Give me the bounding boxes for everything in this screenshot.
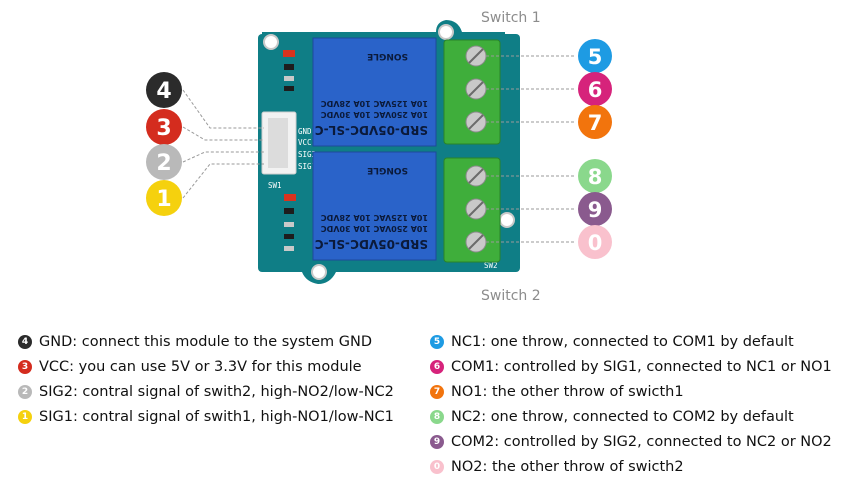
legend-dot-1: 1 xyxy=(18,410,32,424)
relay-2-rating-1: 10A 250VAC 10A 30VDC xyxy=(321,224,428,233)
legend-left: 4 GND: connect this module to the system… xyxy=(18,332,418,432)
silk-sig2: SIG2 xyxy=(298,150,316,159)
relay-2-brand: SONGLE xyxy=(367,165,408,175)
silk-vcc: VCC xyxy=(298,138,312,147)
pin-1-marker: 1 xyxy=(146,180,182,216)
silk-sw1: SW1 xyxy=(268,181,282,190)
legend-text-gnd: GND: connect this module to the system G… xyxy=(39,334,373,350)
svg-text:0: 0 xyxy=(588,231,603,255)
mounting-hole xyxy=(438,24,454,40)
svg-text:1: 1 xyxy=(156,187,171,212)
svg-text:9: 9 xyxy=(588,198,603,222)
relay-2-rating-2: 10A 125VAC 10A 28VDC xyxy=(321,213,428,222)
mounting-hole xyxy=(499,212,515,228)
pin-5-marker: 5 xyxy=(578,39,612,73)
switch-2-label: Switch 2 xyxy=(481,288,541,300)
silk-gnd: GND xyxy=(298,127,312,136)
legend-text-sig2: SIG2: contral signal of swith2, high-NO2… xyxy=(39,384,394,400)
legend-dot-8: 8 xyxy=(430,410,444,424)
pin-4-marker: 4 xyxy=(146,72,182,108)
right-leader-lines xyxy=(486,55,576,243)
relay-board-diagram: Switch 1 Switch 2 SW1 SW2 GND VCC SIG2 S… xyxy=(146,10,612,300)
pin-2-marker: 2 xyxy=(146,144,182,180)
pin-6-marker: 6 xyxy=(578,72,612,106)
terminal-block-2 xyxy=(443,157,501,263)
legend-right: 5 NC1: one throw, connected to COM1 by d… xyxy=(430,332,845,482)
switch-1-label: Switch 1 xyxy=(481,10,541,26)
legend-text-nc1: NC1: one throw, connected to COM1 by def… xyxy=(451,334,794,350)
legend-dot-3: 3 xyxy=(18,360,32,374)
legend-dot-2: 2 xyxy=(18,385,32,399)
terminal-block-1 xyxy=(443,39,501,145)
legend-text-sig1: SIG1: contral signal of swith1, high-NO1… xyxy=(39,409,394,425)
relay-2: SRD-05VDC-SL-C 10A 250VAC 10A 30VDC 10A … xyxy=(312,151,437,261)
relay-2-model: SRD-05VDC-SL-C xyxy=(315,237,428,251)
svg-text:6: 6 xyxy=(588,78,603,102)
silk-sw2: SW2 xyxy=(484,261,498,270)
legend-dot-6: 6 xyxy=(430,360,444,374)
legend-text-vcc: VCC: you can use 5V or 3.3V for this mod… xyxy=(39,359,362,375)
legend-text-com2: COM2: controlled by SIG2, connected to N… xyxy=(451,434,832,450)
mounting-hole xyxy=(311,264,327,280)
relay-1-rating-2: 10A 125VAC 10A 28VDC xyxy=(321,99,428,108)
svg-text:2: 2 xyxy=(156,151,171,176)
legend-dot-5: 5 xyxy=(430,335,444,349)
svg-text:7: 7 xyxy=(588,111,603,135)
svg-text:8: 8 xyxy=(588,165,603,189)
pin-0-marker: 0 xyxy=(578,225,612,259)
legend-dot-9: 9 xyxy=(430,435,444,449)
pin-8-marker: 8 xyxy=(578,159,612,193)
svg-text:3: 3 xyxy=(156,116,171,141)
mounting-hole xyxy=(263,34,279,50)
legend-text-com1: COM1: controlled by SIG1, connected to N… xyxy=(451,359,832,375)
silk-sig1: SIG1 xyxy=(298,162,316,171)
left-leader-lines xyxy=(182,89,264,199)
pin-3-marker: 3 xyxy=(146,109,182,145)
relay-1-model: SRD-05VDC-SL-C xyxy=(315,123,428,137)
legend-dot-0: 0 xyxy=(430,460,444,474)
legend-dot-4: 4 xyxy=(18,335,32,349)
legend-text-nc2: NC2: one throw, connected to COM2 by def… xyxy=(451,409,794,425)
legend-text-no1: NO1: the other throw of swicth1 xyxy=(451,384,684,400)
pcb-board: SW1 SW2 GND VCC SIG2 SIG1 SRD-05VDC-SL-C… xyxy=(258,20,520,284)
svg-text:5: 5 xyxy=(588,45,603,69)
relay-1: SRD-05VDC-SL-C 10A 250VAC 10A 30VDC 10A … xyxy=(312,37,437,147)
svg-text:4: 4 xyxy=(156,79,171,104)
relay-1-rating-1: 10A 250VAC 10A 30VDC xyxy=(321,110,428,119)
legend-dot-7: 7 xyxy=(430,385,444,399)
legend-text-no2: NO2: the other throw of swicth2 xyxy=(451,459,684,475)
relay-1-brand: SONGLE xyxy=(367,51,408,61)
pin-9-marker: 9 xyxy=(578,192,612,226)
pin-7-marker: 7 xyxy=(578,105,612,139)
